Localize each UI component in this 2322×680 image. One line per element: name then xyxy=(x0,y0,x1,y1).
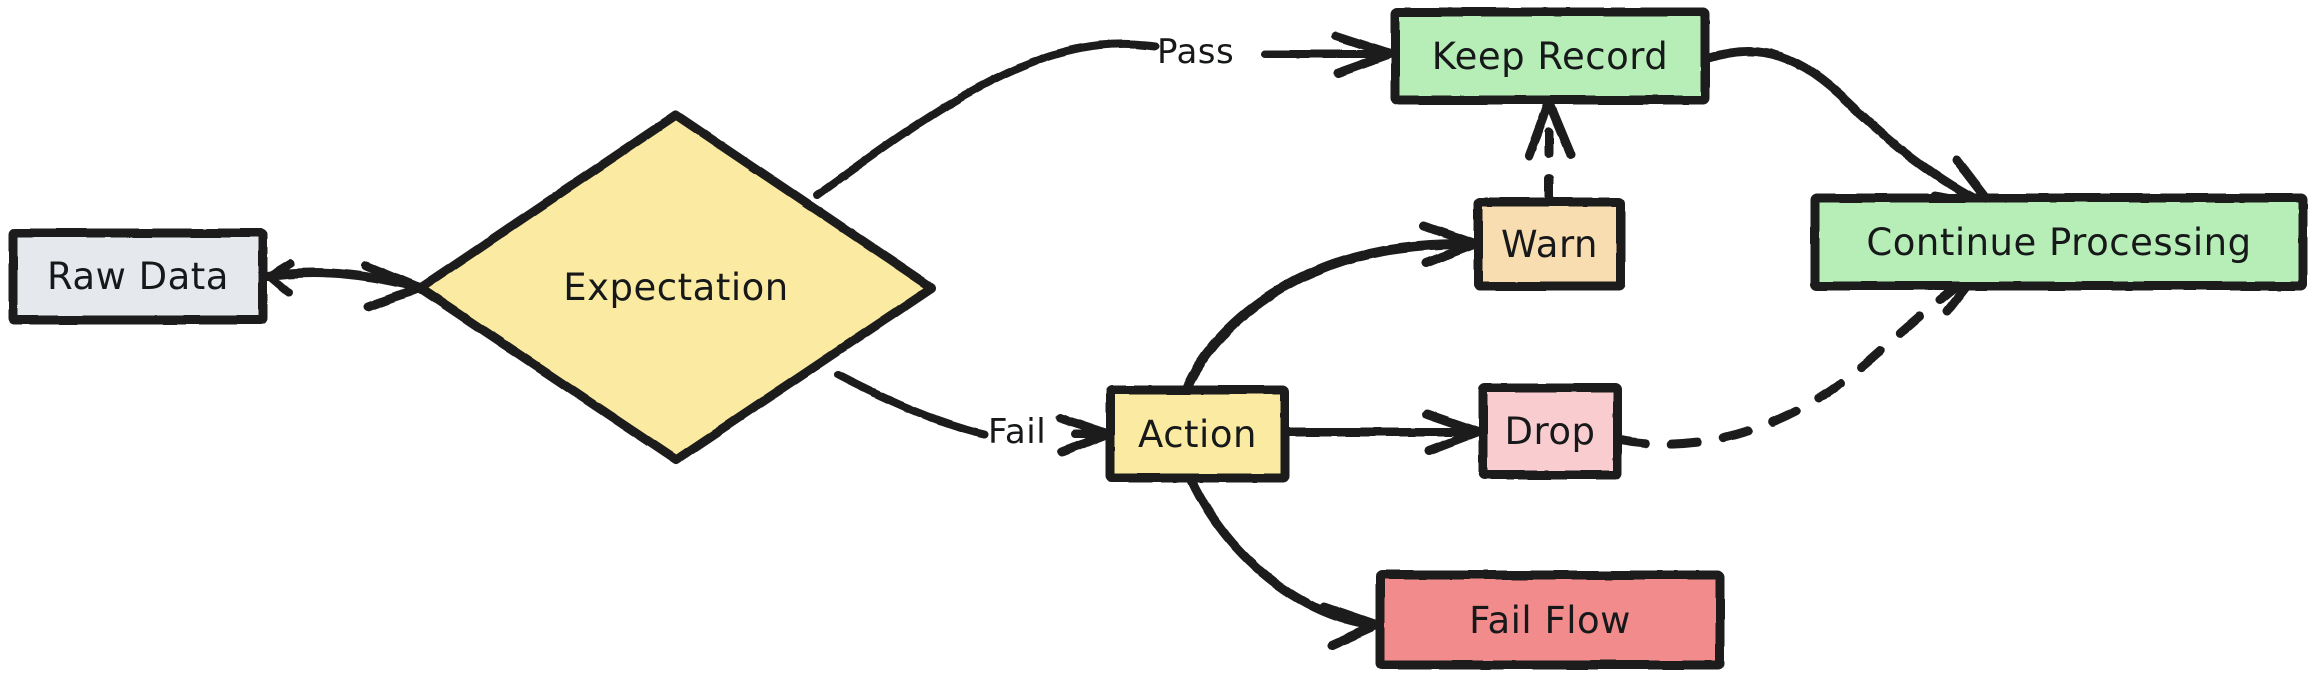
node-fail-flow[interactable] xyxy=(1375,570,1725,670)
edge-label-fail: Fail xyxy=(988,412,1047,452)
edge-action-to-fail-flow xyxy=(1187,476,1381,650)
edge-expectation-to-action xyxy=(834,371,1112,457)
edge-keep-record-to-continue xyxy=(1703,46,1998,212)
edge-expectation-to-keep-record xyxy=(813,31,1396,199)
node-continue-processing[interactable] xyxy=(1810,193,2308,291)
node-expectation[interactable] xyxy=(415,110,937,465)
edge-raw-data-to-expectation xyxy=(263,259,425,312)
edge-label-pass: Pass xyxy=(1157,32,1235,72)
node-raw-data[interactable] xyxy=(8,228,268,325)
node-drop[interactable] xyxy=(1478,383,1622,480)
node-warn[interactable] xyxy=(1473,197,1626,291)
edge-drop-to-continue xyxy=(1615,261,1987,449)
node-action[interactable] xyxy=(1105,385,1290,483)
node-keep-record[interactable] xyxy=(1390,7,1710,105)
edge-action-to-drop xyxy=(1284,409,1484,456)
edge-action-to-warn xyxy=(1180,221,1480,397)
edge-warn-to-keep-record xyxy=(1524,97,1576,205)
